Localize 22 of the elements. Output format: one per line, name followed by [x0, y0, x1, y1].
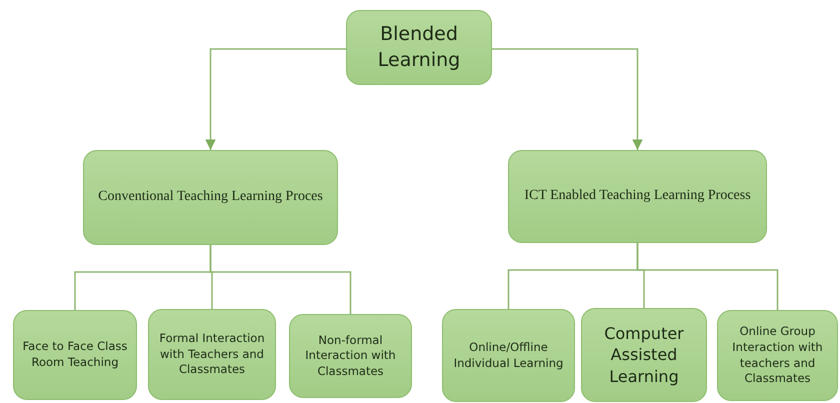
arrow: [492, 48, 643, 150]
item-box: [289, 314, 412, 398]
connector-line: [210, 245, 352, 314]
connector-line: [636, 243, 778, 310]
node-label: Computer Assisted Learning: [603, 322, 685, 388]
item-box: [148, 309, 276, 400]
node-label: ICT Enabled Teaching Learning Process: [524, 187, 751, 206]
node-label: Online Group Interaction with teachers and Classmates: [731, 324, 824, 387]
root-box: [346, 10, 492, 85]
node-label: Conventional Teaching Learning Proces: [98, 188, 323, 206]
category-box: [508, 150, 767, 243]
item-box: [581, 308, 707, 402]
node-label: Blended Learning: [376, 22, 462, 72]
item-box: [442, 309, 575, 402]
item-box: [717, 310, 838, 401]
node-label: Face to Face Class Room Teaching: [22, 339, 128, 371]
item-box: [13, 310, 137, 400]
node-label: Non-formal Interaction with Classmates: [304, 332, 397, 380]
node-label: Formal Interaction with Teachers and Classmates: [158, 331, 266, 378]
category-box: [83, 150, 338, 245]
node-label: Online/Offline Individual Learning: [452, 340, 564, 372]
arrow: [205, 48, 346, 150]
